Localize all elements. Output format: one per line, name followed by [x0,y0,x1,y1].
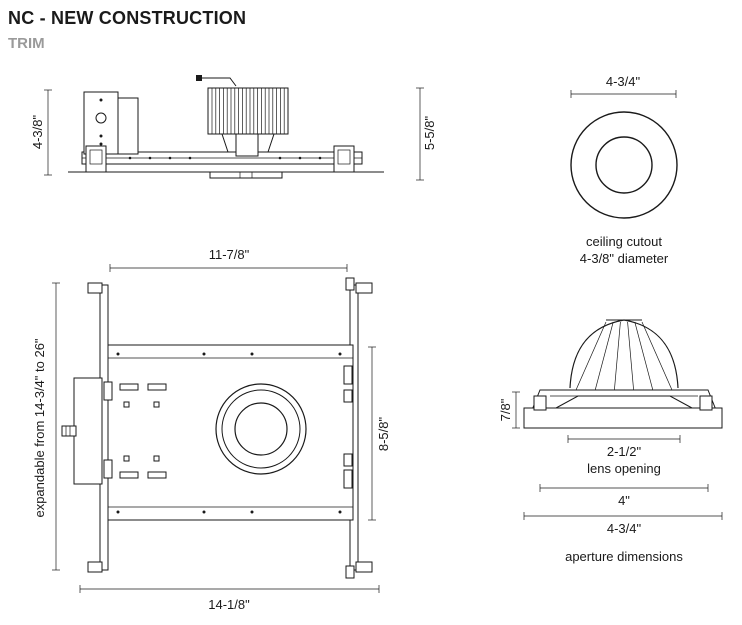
cutout-caption-line1: ceiling cutout [586,234,662,249]
cutout-inner-circle [595,136,653,194]
plan-right-height-label: 8-5/8" [376,416,391,451]
lens-opening-label: lens opening [587,461,661,476]
outer-width-label: 4-3/4" [607,521,642,536]
reflector-rib [634,321,654,391]
mounting-plate [107,344,354,521]
side-view: 4-3/8" [30,75,437,181]
plan-brackets [103,365,353,489]
plate-holes [116,352,342,514]
left-bracket [85,145,107,173]
aperture-caption: aperture dimensions [565,549,683,564]
aperture-section: 7/8" 2-1/2" lens opening 4" 4-3/4" apert… [498,319,723,564]
ceiling-cutout-view: 4-3/4" ceiling cutout 4-3/8" diameter [570,74,678,266]
heat-sink [207,87,289,135]
reflector-ribs [575,321,673,391]
page-title: NC - NEW CONSTRUCTION [8,8,247,28]
reflector-rib [627,321,634,391]
reflector-rib [614,321,621,391]
side-height-left-label: 4-3/8" [30,114,45,149]
plan-aperture-inner [234,402,288,456]
aperture-height-label: 7/8" [498,398,513,421]
cutout-caption-line2: 4-3/8" diameter [580,251,669,266]
trim-base [523,407,723,429]
plan-junction-box [73,377,103,485]
side-height-right-label: 5-5/8" [422,115,437,150]
trim-housing [531,389,717,411]
plan-view: 11-7/8" expandable from 14-3/4" to 26" [32,247,391,612]
trim-flange [209,171,283,179]
cutout-outer-circle [570,111,678,219]
reflector-dome [569,319,679,389]
right-bracket [333,145,355,173]
inner-width-label: 4" [618,493,630,508]
page-subtitle: TRIM [8,35,45,52]
reflector-rib [575,321,607,391]
wire [200,77,237,87]
plan-aperture-outer [215,383,307,475]
junction-box-side [117,97,139,155]
plan-top-width-label: 11-7/8" [209,247,250,262]
reflector-rib [641,321,673,391]
lens-opening-value: 2-1/2" [607,444,642,459]
plan-bottom-width-label: 14-1/8" [208,597,250,612]
rail-holes [128,156,322,160]
plan-aperture-ring [221,389,301,469]
plan-expandable-label: expandable from 14-3/4" to 26" [32,338,47,517]
cutout-width-label: 4-3/4" [606,74,641,89]
reflector-rib [594,321,614,391]
knockout-icon [95,112,107,124]
